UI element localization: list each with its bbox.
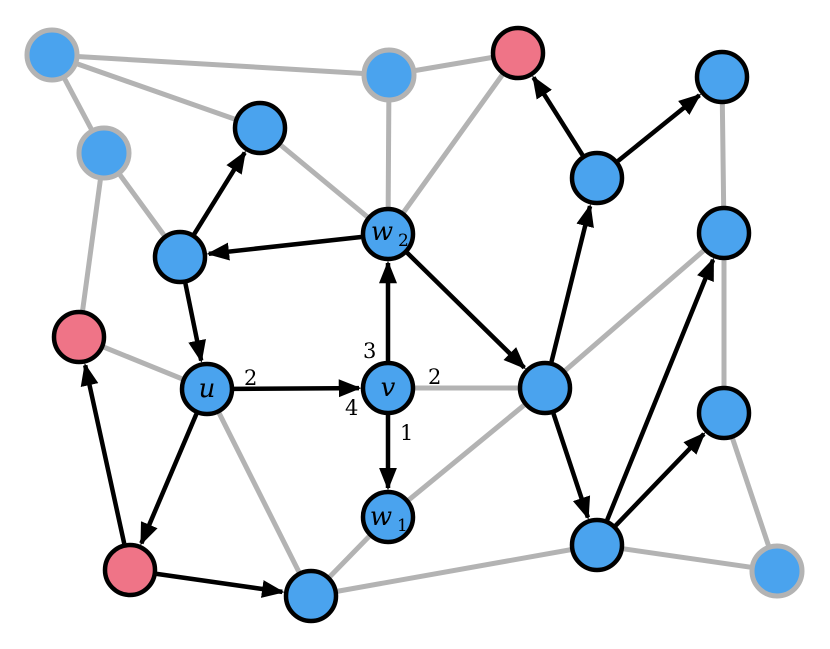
arrow-w2-to-k [405, 251, 526, 370]
node-g [569, 150, 625, 206]
edge-e-j [76, 150, 107, 340]
node-n [102, 542, 158, 598]
edge-f-w2 [257, 125, 391, 237]
weight-v-bottom: 1 [400, 421, 413, 445]
node-a [24, 27, 80, 83]
arrow-w2-to-h [206, 234, 362, 261]
node-label-u: u [199, 374, 216, 404]
edge-u-o [204, 386, 314, 599]
arrow-m-to-l [614, 432, 706, 528]
node-v [360, 360, 416, 416]
node-k [517, 360, 573, 416]
edge-k-w1 [385, 385, 548, 520]
edge-a-b [49, 52, 392, 78]
arrow-u-to-v [233, 379, 362, 398]
node-m [569, 517, 625, 573]
arrow-k-to-m [551, 412, 591, 520]
node-o [283, 568, 339, 624]
arrow-u-to-n [139, 412, 199, 546]
node-label-w2: w [371, 217, 393, 247]
edge-o-m [308, 542, 600, 599]
node-c [490, 25, 546, 81]
node-d [694, 49, 750, 105]
edge-c-w2 [385, 50, 521, 237]
node-label-w1: w [370, 502, 392, 532]
node-b [361, 47, 417, 103]
node-sub-w2: 2 [398, 231, 409, 251]
node-q [749, 543, 805, 599]
weight-u-right: 2 [244, 366, 257, 390]
arrow-m-to-i [605, 257, 716, 521]
arrow-h-to-f [192, 150, 247, 236]
node-w2 [360, 206, 416, 262]
node-label-v: v [381, 373, 396, 403]
node-sub-w1: 1 [397, 516, 408, 536]
node-u [179, 361, 235, 417]
arrow-k-to-g [549, 203, 594, 363]
weight-v-right: 2 [428, 365, 441, 389]
arrow-g-to-c [531, 75, 585, 157]
directed-edges [80, 75, 716, 598]
edge-m-q [594, 542, 780, 574]
node-e [76, 125, 132, 181]
arrow-h-to-u [183, 283, 206, 363]
node-i [696, 205, 752, 261]
node-f [232, 100, 288, 156]
node-labels: u v w 1 w 2 [199, 217, 409, 536]
node-j [51, 309, 107, 365]
arrow-n-to-o [156, 571, 285, 598]
node-l [696, 385, 752, 441]
edge-q-l [721, 410, 780, 574]
node-w1 [360, 489, 416, 545]
edge-k-i [542, 230, 727, 391]
arrow-g-to-d [616, 93, 702, 163]
weight-v-left: 4 [345, 396, 358, 420]
edge-weights: 2 3 2 4 1 [244, 339, 441, 445]
node-h [152, 229, 208, 285]
weight-v-top: 3 [363, 339, 376, 363]
edge-a-f [49, 52, 263, 131]
arrow-n-to-j [80, 363, 127, 545]
nodes [24, 25, 805, 624]
